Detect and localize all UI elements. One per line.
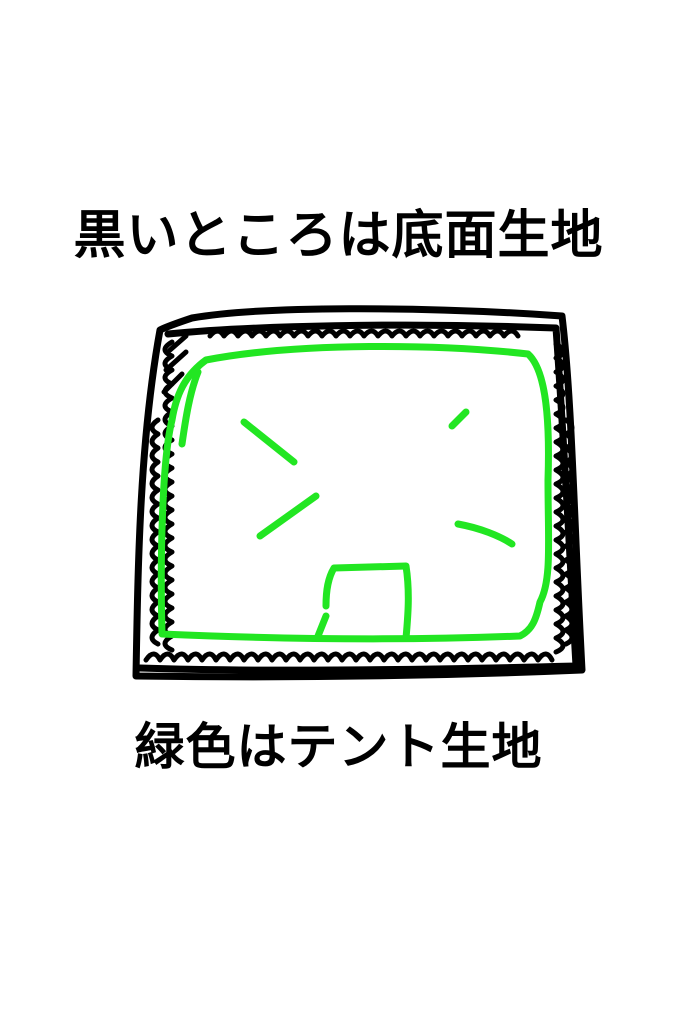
tent-ray-upper-left	[240, 418, 298, 466]
floor-scribble-bottom	[143, 651, 555, 663]
tent-door-outline	[322, 562, 412, 642]
tent-ray-lower-left	[256, 492, 320, 540]
floor-scribble-corner	[161, 333, 189, 395]
tent-body-outline	[157, 342, 553, 643]
tent-ray-upper-right	[448, 408, 470, 430]
floor-scribble-left	[162, 339, 175, 653]
floor-fabric-scribble	[143, 328, 575, 663]
tent-ray-lower-right	[454, 520, 516, 548]
tent-fabric-caption: 緑色はテント生地	[134, 718, 543, 776]
floor-outline-stroke-2	[136, 321, 580, 674]
floor-scribble-left-2	[149, 417, 161, 647]
floor-scribble-right-2	[563, 417, 575, 647]
tent-left-inner-stroke	[178, 368, 202, 448]
floor-scribble-top	[207, 328, 521, 339]
tent-door-left-dash	[314, 612, 330, 640]
tent-fabric-outline	[157, 342, 553, 643]
floor-fabric-caption: 黒いところは底面生地	[73, 206, 604, 266]
floor-fabric-outline	[132, 305, 586, 681]
floor-scribble-right	[553, 341, 566, 655]
floor-outline-stroke-1	[132, 305, 586, 681]
